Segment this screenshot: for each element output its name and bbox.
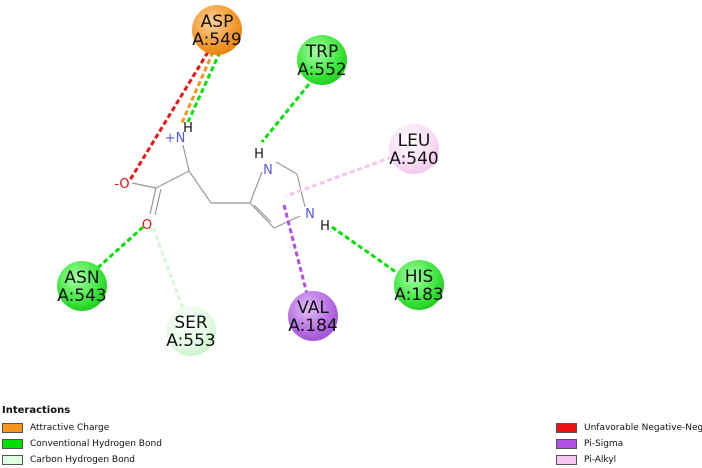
bond-calpha-carboxyl [155, 170, 190, 189]
hbond-asn-line [90, 225, 145, 275]
legend-swatch [556, 455, 577, 465]
legend-swatch [556, 439, 577, 449]
residue-name: TRP [305, 42, 338, 62]
interaction-lines [90, 51, 411, 315]
unfavorable-negative-line [128, 51, 210, 181]
legend-label: Unfavorable Negative-Negative [584, 423, 702, 433]
legend-label: Attractive Charge [30, 423, 110, 433]
residue-name: ASN [64, 268, 99, 288]
residue-id: A:540 [389, 149, 439, 169]
bond-calpha-cbeta [188, 170, 212, 204]
residue-circle [57, 261, 107, 311]
legend-label: Pi-Sigma [584, 439, 624, 449]
ring-n2-h-label: H [320, 219, 330, 234]
pi-alkyl-line [285, 155, 393, 198]
residue-id: A:183 [394, 285, 444, 305]
residue-circle [394, 260, 444, 310]
ligand-atoms: +N H N H N H -O O [114, 121, 330, 234]
legend-label: Carbon Hydrogen Bond [30, 455, 136, 465]
ligand-structure [131, 144, 306, 229]
legend-item-conventional-hbond: Conventional Hydrogen Bond [2, 438, 162, 450]
hbond-asp-line [185, 51, 222, 125]
ring-bond-1 [249, 171, 263, 204]
residue-name: HIS [405, 267, 434, 287]
ring-bond-5a [249, 202, 275, 229]
residue-ser-553[interactable]: SER A:553 [166, 306, 216, 356]
carbonyl-oxygen-label: O [142, 218, 152, 233]
residue-circle [192, 5, 242, 55]
residue-id: A:553 [166, 331, 216, 351]
pi-sigma-line [282, 204, 310, 299]
bond-carboxyl-ominus [131, 182, 157, 189]
residue-circle [389, 124, 439, 174]
legend-item-pi-sigma: Pi-Sigma [556, 438, 623, 450]
ring-n2-label: N [305, 207, 315, 222]
carbon-hbond-ser-line [151, 227, 187, 315]
residue-name: ASP [201, 12, 234, 32]
ring-n1-h-label: H [254, 147, 264, 162]
ring-n1-label: N [263, 163, 273, 178]
residue-circle [166, 306, 216, 356]
residue-val-184[interactable]: VAL A:184 [288, 291, 338, 341]
oxygen-minus-label: -O [114, 177, 129, 192]
bond-carbonyl-2 [154, 188, 162, 216]
residue-circle [297, 35, 347, 85]
legend-swatch [2, 455, 23, 465]
residue-name: LEU [398, 131, 431, 151]
legend-label: Pi-Alkyl [584, 455, 617, 465]
residue-id: A:552 [297, 60, 347, 80]
residue-name: SER [174, 313, 208, 333]
residue-id: A:549 [192, 30, 242, 50]
interactions-legend: Interactions Attractive Charge Conventio… [0, 400, 702, 468]
bond-carbonyl-1 [149, 187, 157, 215]
interaction-diagram: +N H N H N H -O O ASP A:549 TRP A:552 LE… [57, 5, 444, 356]
legend-item-carbon-hbond: Carbon Hydrogen Bond [2, 454, 135, 466]
residue-asp-549[interactable]: ASP A:549 [192, 5, 242, 55]
ring-bond-5b [253, 204, 272, 223]
amine-n-label: +N [165, 131, 186, 146]
legend-swatch [2, 423, 23, 433]
hbond-trp-line [260, 77, 316, 143]
bond-n-calpha [182, 144, 190, 172]
residue-name: VAL [297, 298, 329, 318]
legend-item-unfavorable-negative: Unfavorable Negative-Negative [556, 422, 702, 434]
residue-id: A:543 [57, 286, 107, 306]
legend-title: Interactions [2, 405, 71, 416]
amine-h-label: H [183, 121, 193, 136]
attractive-charge-line [179, 51, 215, 126]
legend-label: Conventional Hydrogen Bond [30, 439, 162, 449]
residue-circle [288, 291, 338, 341]
residue-trp-552[interactable]: TRP A:552 [297, 35, 347, 85]
legend-item-pi-alkyl: Pi-Alkyl [556, 454, 616, 466]
residue-asn-543[interactable]: ASN A:543 [57, 261, 107, 311]
legend-swatch [556, 423, 577, 433]
residue-id: A:184 [288, 316, 338, 336]
legend-swatch [2, 439, 23, 449]
legend-item-attractive-charge: Attractive Charge [2, 422, 109, 434]
ring-bond-2 [275, 161, 298, 175]
residue-leu-540[interactable]: LEU A:540 [389, 124, 439, 174]
residue-his-183[interactable]: HIS A:183 [394, 260, 444, 310]
